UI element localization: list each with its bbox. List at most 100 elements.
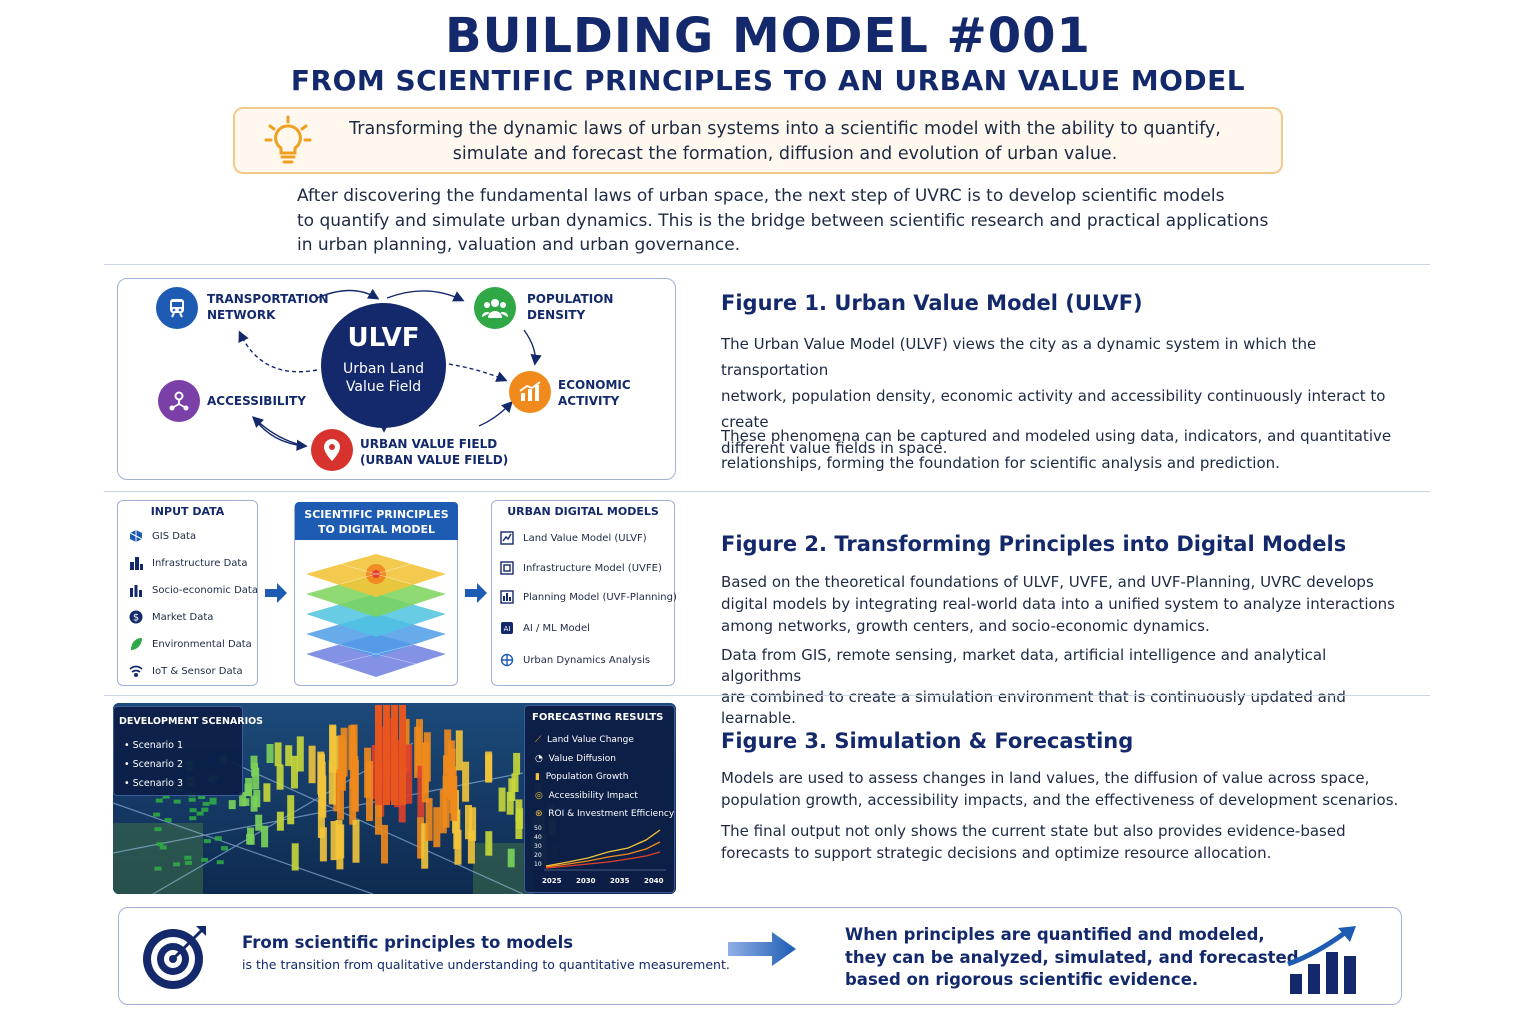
list-item: Planning Model (UVF-Planning) [499,589,677,605]
heat-block [319,827,327,862]
figure-1-p1-line-2: network, population density, economic ac… [721,387,1386,431]
principles-heading-line-1: SCIENTIFIC PRINCIPLES [304,508,449,521]
heat-block [433,807,441,848]
page-title: BUILDING MODEL #001 [445,8,1091,64]
heat-block [221,846,228,851]
node-population-label: POPULATION DENSITY [527,291,613,323]
figure-3-p1-line-2: population growth, accessibility impacts… [721,791,1399,809]
heat-block [263,783,271,802]
heat-block [184,860,192,865]
divider [104,264,1430,265]
figure-1-p2-line-2: relationships, forming the foundation fo… [721,454,1280,472]
list-item: $Market Data [128,609,213,625]
heat-block [162,794,170,799]
heat-block [467,830,475,864]
heat-block [381,824,388,864]
lightbulb-icon [264,115,312,164]
heat-block [333,735,341,773]
ai-chip-icon: AI [499,620,515,636]
figure-2-p1-line-2: digital models by integrating real-world… [721,595,1395,613]
heat-block [201,857,209,862]
figure-3-paragraph-1: Models are used to assess changes in lan… [721,767,1411,811]
heat-block [250,755,258,769]
heat-block [296,736,304,772]
figure-2-paragraph-2: Data from GIS, remote sensing, market da… [721,645,1411,729]
intro-paragraph: After discovering the fundamental laws o… [297,184,1277,258]
heat-block [189,808,197,813]
heat-block [329,724,337,772]
heat-block [508,778,516,801]
target-icon [143,926,206,989]
heat-block [453,809,461,850]
model-planning-label: Planning Model (UVF-Planning) [523,591,677,603]
figure-2-p2-line-1: Data from GIS, remote sensing, market da… [721,646,1327,685]
principles-header [295,502,458,540]
heat-block [253,790,261,808]
heat-block [417,817,425,859]
heat-block [252,767,260,790]
heat-block [164,818,172,823]
heat-block [330,821,338,861]
scenario-item[interactable]: • Scenario 3 [124,778,183,789]
ulvf-center-sub-line-1: Urban Land [343,361,424,377]
heat-block [276,811,284,831]
figure-3-p2-line-1: The final output not only shows the curr… [721,822,1346,840]
page-subtitle: FROM SCIENTIFIC PRINCIPLES TO AN URBAN V… [290,64,1246,97]
list-item: ▮ Population Growth [535,768,674,787]
list-item: Land Value Model (ULVF) [499,530,647,546]
node-transportation-label: TRANSPORTATION NETWORK [207,291,329,323]
figure-3-paragraph-2: The final output not only shows the curr… [721,820,1411,864]
heat-block [339,740,346,791]
figure-3-p2-line-2: forecasts to support strategic decisions… [721,844,1272,862]
node-economic-line-2: ACTIVITY [558,394,620,408]
layered-model-illustration [306,554,446,677]
digital-models-heading: URBAN DIGITAL MODELS [507,505,659,518]
scenario-item[interactable]: • Scenario 2 [124,759,183,770]
forecast-line-orange [545,841,661,868]
heat-block [198,795,206,800]
digital-models-panel [491,500,675,686]
figure-2-title: Figure 2. Transforming Principles into D… [721,532,1347,556]
heat-block [498,787,506,812]
input-environmental-label: Environmental Data [152,638,252,650]
input-iot-label: IoT & Sensor Data [152,665,243,677]
heat-block [287,795,295,825]
development-scenarios-box [113,706,243,796]
heat-block [366,761,373,821]
forecast-results-list: ⟋ Land Value Change ◔ Value Diffusion ▮ … [535,731,674,824]
figure-1-title: Figure 1. Urban Value Model (ULVF) [721,291,1143,315]
conclusion-right-line-1: When principles are quantified and model… [845,925,1265,944]
heat-block [507,848,515,868]
accessibility-icon [158,380,200,422]
diffusion-icon: ◔ [535,753,543,764]
arrow-right-icon [465,583,487,603]
y-tick-label: 50 [534,825,542,832]
heat-tower [375,705,382,805]
heat-block [154,866,162,871]
heat-block [216,860,224,865]
heat-block [485,831,493,856]
model-infrastructure-label: Infrastructure Model (UVFE) [523,562,662,574]
figure-3-title: Figure 3. Simulation & Forecasting [721,729,1134,753]
globe-icon [128,528,144,544]
list-item: IoT & Sensor Data [128,663,243,679]
node-value-field-line-2: (URBAN VALUE FIELD) [360,453,509,467]
scenario-item[interactable]: • Scenario 1 [124,740,183,751]
intro-line-2: to quantify and simulate urban dynamics.… [297,210,1269,231]
heat-block [155,798,163,803]
leaf-icon [128,636,144,652]
heat-block [462,761,470,802]
result-diffusion-label: Value Diffusion [548,753,616,764]
result-land-value-label: Land Value Change [547,735,634,745]
heat-block [291,755,298,789]
heat-block [337,824,345,859]
highlight-text: Transforming the dynamic laws of urban s… [310,117,1260,167]
x-tick-label: 2040 [644,877,664,885]
heat-block [202,801,210,806]
node-transportation-line-1: TRANSPORTATION [207,292,329,306]
heat-block [454,829,462,865]
highlight-line-1: Transforming the dynamic laws of urban s… [349,119,1221,139]
heat-block [442,775,450,828]
ulvf-center-subtitle: Urban Land Value Field [321,360,446,396]
